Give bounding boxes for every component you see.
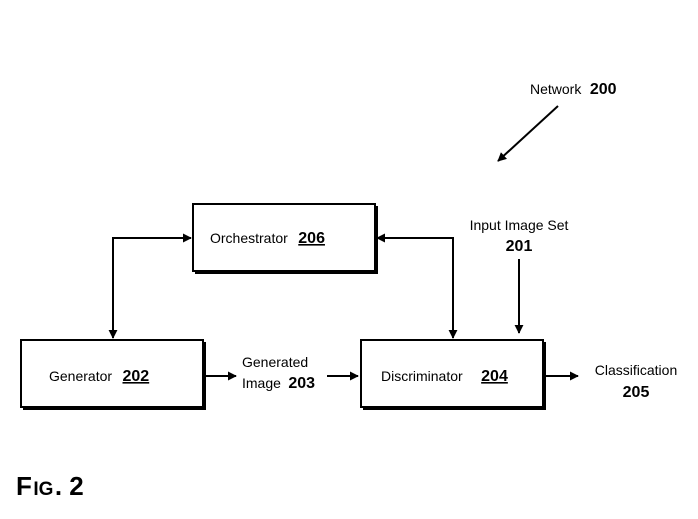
orchestrator-label: Orchestrator 206 xyxy=(210,230,325,247)
generator-label: Generator 202 xyxy=(49,368,149,385)
input-image-set-label: Input Image Set xyxy=(470,217,569,233)
orchestrator-box: Orchestrator 206 xyxy=(192,203,378,274)
network-label: Network 200 xyxy=(530,81,617,98)
network-pointer-arrow xyxy=(497,105,559,162)
input-image-set-number: 201 xyxy=(506,238,533,255)
generated-image-line1: Generated xyxy=(242,354,308,370)
orchestrator-generator-arrow xyxy=(108,233,192,339)
figure-caption: F IG . 2 xyxy=(16,471,84,501)
classification-number: 205 xyxy=(623,384,650,401)
orchestrator-discriminator-arrow xyxy=(376,233,458,339)
generator-box: Generator 202 xyxy=(20,339,206,410)
discriminator-box: Discriminator 204 xyxy=(360,339,546,410)
generated-image-line2: Image 203 xyxy=(242,375,315,392)
classification-label: Classification xyxy=(595,362,677,378)
discriminator-label: Discriminator 204 xyxy=(381,368,508,385)
